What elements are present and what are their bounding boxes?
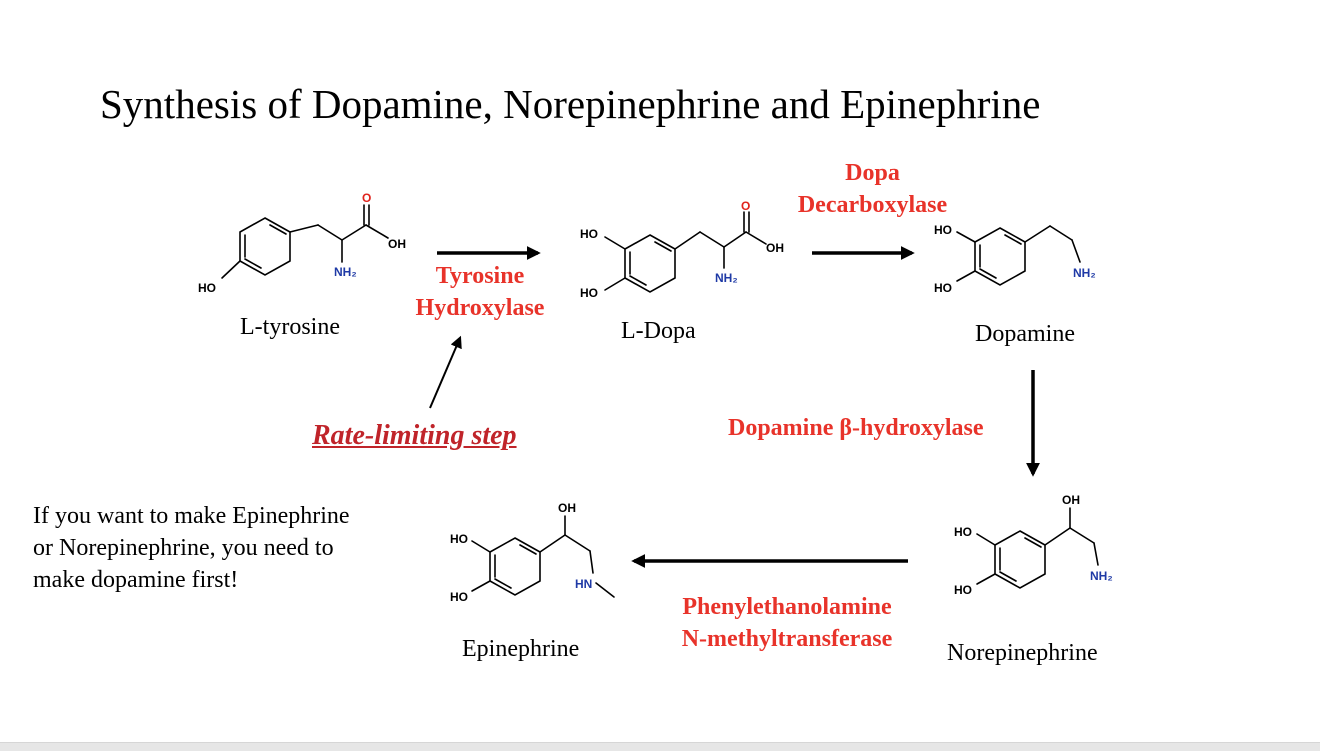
enzyme-line: Decarboxylase	[797, 192, 948, 218]
enzyme-pnmt: Phenylethanolamine N-methyltransferase	[662, 591, 912, 655]
atom-label: O	[362, 191, 371, 205]
structure-dopamine: HO HO NH₂	[934, 223, 1096, 295]
structure-l-dopa: HO HO O OH NH₂	[580, 199, 784, 300]
enzyme-line: Dopa	[845, 160, 900, 186]
note-line: If you want to make Epinephrine	[33, 503, 350, 529]
atom-label: HO	[580, 286, 598, 300]
enzyme-line: Hydroxylase	[415, 295, 545, 321]
atom-label: HO	[450, 590, 468, 604]
note-text: If you want to make Epinephrine or Norep…	[33, 500, 350, 596]
atom-label: OH	[558, 501, 576, 515]
atom-label: O	[741, 199, 750, 213]
atom-label: NH₂	[715, 271, 738, 285]
structure-epinephrine: HO HO OH HN	[450, 501, 615, 604]
atom-label: NH₂	[1073, 266, 1096, 280]
enzyme-dopa-decarboxylase: Dopa Decarboxylase	[785, 157, 960, 221]
enzyme-line: Tyrosine	[435, 263, 525, 289]
atom-label: HO	[934, 223, 952, 237]
atom-label: NH₂	[334, 265, 357, 279]
label-norepinephrine: Norepinephrine	[947, 640, 1098, 666]
atom-label: HO	[198, 281, 216, 295]
enzyme-tyrosine-hydroxylase: Tyrosine Hydroxylase	[405, 260, 555, 324]
atom-label: HO	[450, 532, 468, 546]
rate-limiting-step: Rate-limiting step	[312, 420, 517, 451]
atom-label: HO	[934, 281, 952, 295]
atom-label: OH	[766, 241, 784, 255]
atom-label: OH	[388, 237, 406, 251]
atom-label: HN	[575, 577, 592, 591]
enzyme-line: N-methyltransferase	[681, 626, 893, 652]
label-l-dopa: L-Dopa	[621, 318, 696, 344]
label-epinephrine: Epinephrine	[462, 636, 580, 662]
bottom-bar	[0, 742, 1320, 751]
note-line: or Norepinephrine, you need to	[33, 535, 334, 561]
slide-title: Synthesis of Dopamine, Norepinephrine an…	[100, 81, 1041, 127]
atom-label: NH₂	[1090, 569, 1113, 583]
atom-label: HO	[954, 525, 972, 539]
note-line: make dopamine first!	[33, 567, 239, 593]
label-l-tyrosine: L-tyrosine	[240, 314, 340, 340]
atom-label: HO	[954, 583, 972, 597]
enzyme-line: Phenylethanolamine	[682, 594, 892, 620]
label-dopamine: Dopamine	[975, 321, 1075, 347]
atom-label: HO	[580, 227, 598, 241]
atom-label: OH	[1062, 493, 1080, 507]
structure-l-tyrosine: HO O OH NH₂	[198, 191, 406, 295]
structure-norepinephrine: HO HO OH NH₂	[954, 493, 1113, 597]
enzyme-dopamine-beta-hydroxylase: Dopamine β-hydroxylase	[728, 415, 984, 441]
arrow-rate-limiting-pointer	[429, 335, 462, 409]
